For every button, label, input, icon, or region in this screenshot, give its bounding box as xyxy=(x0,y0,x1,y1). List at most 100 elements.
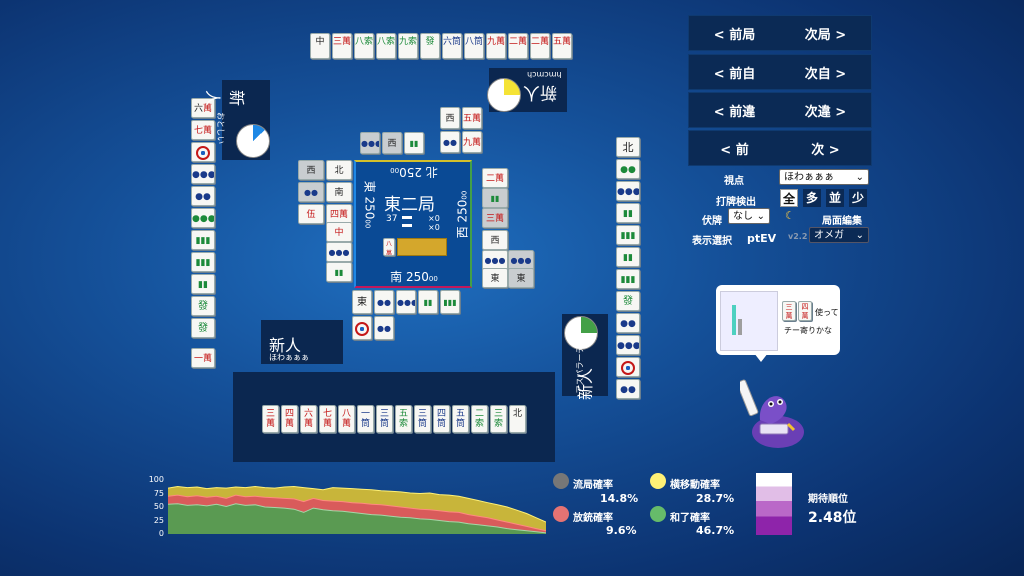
win-pie-right xyxy=(564,316,598,350)
round-nav: < 前局 次局 > xyxy=(688,15,872,51)
chart-plot xyxy=(168,485,546,534)
version-label: v2.2 xyxy=(788,232,808,241)
rank-label: 期待順位 xyxy=(808,494,848,505)
series-line-0 xyxy=(168,485,546,523)
model-select[interactable]: オメガ⌄ xyxy=(809,227,869,243)
win-value: 46.7% xyxy=(696,524,735,537)
advice-text-1: 使って xyxy=(815,308,839,317)
win-pie-top xyxy=(487,78,521,112)
self-nav: < 前自 次自 > xyxy=(688,54,872,90)
advice-text-2: チー寄りかな xyxy=(784,326,832,335)
y-tick-label: 0 xyxy=(158,529,164,538)
north-score: 北 25000 xyxy=(390,165,438,179)
seg-many[interactable]: 多 xyxy=(803,189,821,207)
top-discard-tile: 六筒 xyxy=(442,33,462,59)
hand-tile[interactable]: 七萬 xyxy=(319,405,336,433)
player-name: 新人 xyxy=(269,336,302,355)
top-discard-tile: 二萬 xyxy=(508,33,528,59)
hand-tile[interactable]: 三筒 xyxy=(414,405,431,433)
mini-bar xyxy=(732,305,736,335)
hand-tile[interactable]: 北 xyxy=(509,405,526,433)
dora-tile: 八萬 xyxy=(383,238,395,256)
next-button[interactable]: 次 > xyxy=(811,142,840,158)
south-score: 南 25000 xyxy=(390,270,438,284)
hand-tile[interactable]: 三萬 xyxy=(262,405,279,433)
prev-round-button[interactable]: < 前局 xyxy=(713,27,756,43)
mini-chart xyxy=(720,291,778,351)
hand-tile[interactable]: 八萬 xyxy=(338,405,355,433)
moon-icon[interactable]: ☾ xyxy=(785,209,795,222)
right-discard-column: 北 ●● ●●● ▮▮ ▮▮▮ ▮▮ ▮▮▮ 發 ●● ●●● ●● xyxy=(616,137,642,399)
chevron-down-icon: ⌄ xyxy=(855,172,864,183)
seg-normal[interactable]: 並 xyxy=(826,189,844,207)
dead-wall xyxy=(397,238,447,256)
deal-in-value: 9.6% xyxy=(606,524,637,537)
display-value[interactable]: ptEV xyxy=(747,232,777,245)
chevron-down-icon: ⌄ xyxy=(756,211,765,222)
top-discard-tile: 八索 xyxy=(354,33,374,59)
top-discard-tile: 九萬 xyxy=(486,33,506,59)
view-select[interactable]: ほわぁぁぁ⌄ xyxy=(779,169,869,185)
edit-position-button[interactable]: 局面編集 xyxy=(822,216,862,227)
round-label: 東二局 xyxy=(384,195,435,215)
deal-in-label: 放銃確率 xyxy=(573,513,613,524)
player-sub: hmcmch xyxy=(527,70,562,79)
hand-tile[interactable]: 五筒 xyxy=(452,405,469,433)
riichi-count: ×0 xyxy=(428,214,440,223)
next-miss-button[interactable]: 次違 > xyxy=(804,104,847,120)
series-line-1 xyxy=(168,494,546,532)
display-select-label: 表示選択 xyxy=(692,236,732,247)
fuse-select[interactable]: なし⌄ xyxy=(728,208,770,224)
y-tick-label: 75 xyxy=(153,488,164,498)
player-sub: アスパラーデ xyxy=(575,345,585,394)
seg-few[interactable]: 少 xyxy=(849,189,867,207)
deal-in-dot xyxy=(553,506,569,522)
player-box-top: 新人 hmcmch xyxy=(487,68,567,112)
next-self-button[interactable]: 次自 > xyxy=(804,66,847,82)
hand-tile[interactable]: 四筒 xyxy=(433,405,450,433)
mascot-icon xyxy=(740,379,804,448)
hand-tile[interactable]: 五索 xyxy=(395,405,412,433)
y-tick-label: 50 xyxy=(153,502,164,511)
top-discard-tile: 中 xyxy=(310,33,330,59)
win-pie-left xyxy=(236,124,270,158)
side-move-dot xyxy=(650,473,666,489)
prev-button[interactable]: < 前 xyxy=(720,142,749,158)
hand-tile[interactable]: 六萬 xyxy=(300,405,317,433)
discard-detect-label: 打牌検出 xyxy=(716,197,756,208)
player-box-left: 新人 おとしい xyxy=(203,80,270,160)
seg-all[interactable]: 全 xyxy=(780,189,798,207)
top-discard-row: 中三萬八索八索九索發六筒八筒九萬二萬二萬五萬 xyxy=(310,33,572,59)
stick-icon-2 xyxy=(402,224,412,227)
player-sub: おとしい xyxy=(216,112,225,144)
hand-tile[interactable]: 三筒 xyxy=(376,405,393,433)
top-discard-tile: 九索 xyxy=(398,33,418,59)
hand-tile[interactable]: 一筒 xyxy=(357,405,374,433)
hand-tile[interactable]: 二索 xyxy=(471,405,488,433)
left-discard-column: 六萬 七萬 ●●● ●● ●●● ▮▮▮ ▮▮▮ ▮▮ 發 發 一萬 xyxy=(191,98,217,368)
rank-value: 2.48位 xyxy=(808,510,857,526)
top-discard-tile: 發 xyxy=(420,33,440,59)
side-move-value: 28.7% xyxy=(696,492,735,505)
top-discard-tile: 二萬 xyxy=(530,33,550,59)
miss-nav: < 前違 次違 > xyxy=(688,92,872,128)
fuse-label: 伏牌 xyxy=(702,216,722,227)
win-dot xyxy=(650,506,666,522)
east-score: 東 25000 xyxy=(362,180,377,229)
advice-bubble: 三萬 四萬 使って チー寄りかな xyxy=(716,285,840,362)
prev-miss-button[interactable]: < 前違 xyxy=(713,104,756,120)
honba-count-label: 37 xyxy=(386,214,398,224)
advice-tile: 四萬 xyxy=(798,301,812,321)
prev-self-button[interactable]: < 前自 xyxy=(713,66,756,82)
player-name: 新人 xyxy=(523,82,557,102)
draw-value: 14.8% xyxy=(600,492,639,505)
bubble-tail xyxy=(754,353,768,362)
hand-tile[interactable]: 四萬 xyxy=(281,405,298,433)
player-box-bottom-name: 新人 ほわぁぁぁ xyxy=(261,320,343,364)
side-move-label: 横移動確率 xyxy=(670,480,720,491)
top-discard-tile: 八筒 xyxy=(464,33,484,59)
top-discard-tile: 三萬 xyxy=(332,33,352,59)
next-round-button[interactable]: 次局 > xyxy=(804,27,847,43)
series-line-2 xyxy=(168,503,546,534)
hand-tile[interactable]: 三索 xyxy=(490,405,507,433)
